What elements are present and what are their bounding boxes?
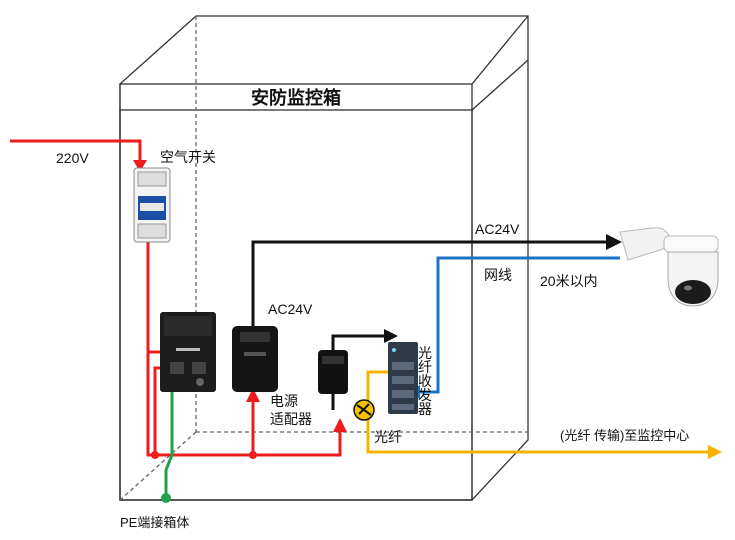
cabinet-title: 安防监控箱 [251, 87, 341, 108]
breaker-label: 空气开关 [160, 149, 216, 165]
ground-wiring [161, 392, 174, 503]
fiber-label: 光纤 [374, 429, 402, 445]
ptz-dome-camera-icon [619, 227, 719, 307]
power-box-icon [160, 312, 216, 392]
power-wiring [10, 139, 342, 457]
transformer-icon [232, 326, 278, 392]
network-label: 网线 [484, 267, 512, 283]
fiber-transceiver-icon [388, 342, 418, 414]
ac24v-wiring [251, 240, 608, 350]
fiber-dest-label: (光纤 传输)至监控中心 [560, 428, 689, 443]
power-arrowheads [133, 160, 347, 432]
power-adapter-icon [318, 350, 348, 410]
label-line: 器 [418, 401, 432, 417]
power-in-label: 220V [56, 150, 89, 166]
label-line: 收 [418, 373, 432, 389]
label-line: 纤 [418, 359, 432, 375]
fiber-connector-icon [353, 399, 375, 421]
ac24v-arrowheads [384, 234, 622, 343]
breaker-icon [133, 167, 171, 243]
distance-label: 20米以内 [540, 273, 598, 289]
ac24v-top-label: AC24V [475, 221, 520, 237]
label-line: 发 [418, 387, 432, 403]
ground-node-icon [161, 493, 171, 503]
ac24v-mid-label: AC24V [268, 301, 313, 317]
power-junctions [151, 451, 257, 459]
ground-label: PE端接箱体 [120, 515, 189, 530]
label-line: 电源 [270, 393, 298, 409]
adapter-label: 电源适配器 [270, 393, 312, 427]
label-line: 光 [418, 345, 432, 361]
label-line: 适配器 [270, 411, 312, 427]
fiber-transceiver-label: 光纤收发器 [418, 345, 432, 417]
